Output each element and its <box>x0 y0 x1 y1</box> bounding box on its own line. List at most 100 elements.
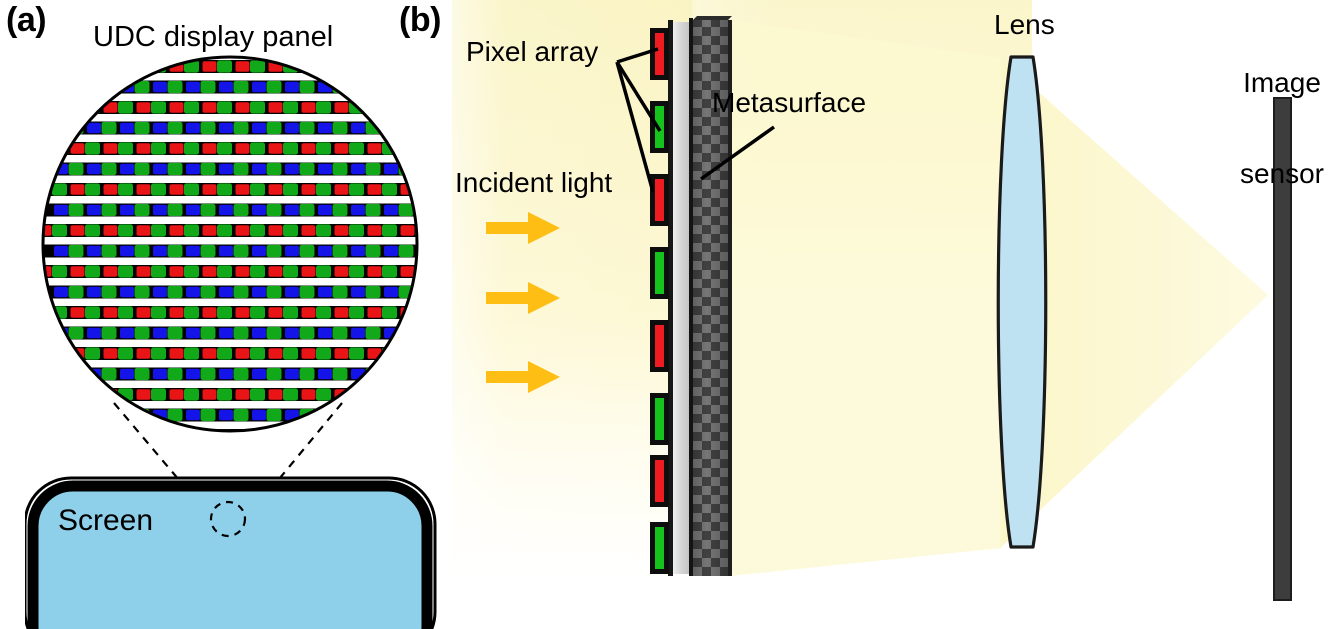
green-subpixel <box>184 183 199 196</box>
metasurface-layer <box>689 16 732 576</box>
pixel-stripe <box>351 245 365 257</box>
pixel-stripe <box>120 327 134 339</box>
green-subpixel <box>283 265 298 278</box>
pixel-stripe <box>400 225 415 236</box>
green-subpixel <box>365 203 381 217</box>
green-subpixel <box>151 142 166 155</box>
green-subpixel <box>432 409 447 421</box>
pixel-stripe <box>44 348 52 359</box>
green-subpixel <box>233 285 249 299</box>
green-subpixel <box>250 306 265 319</box>
pixel-stripe <box>367 102 382 113</box>
display-substrate <box>668 20 689 576</box>
green-subpixel <box>134 162 150 176</box>
pixel-stripe <box>285 327 299 339</box>
pixel-stripe <box>219 409 233 421</box>
pixel-stripe <box>252 204 266 216</box>
green-subpixel <box>101 408 117 422</box>
pixel-stripe <box>301 307 316 318</box>
pixel-stripe <box>334 225 349 236</box>
green-subpixel <box>266 162 282 176</box>
green-subpixel <box>382 306 397 319</box>
green-subpixel <box>200 80 216 94</box>
green-subpixel <box>85 429 100 430</box>
pixel-stripe <box>219 245 233 257</box>
image-sensor-bar <box>1273 97 1292 601</box>
green-subpixel <box>118 224 133 237</box>
green-subpixel <box>167 162 183 176</box>
green-subpixel <box>200 285 216 299</box>
green-subpixel <box>316 142 331 155</box>
pixel-stripe <box>285 286 299 298</box>
pixel-stripe <box>252 245 266 257</box>
pixel-stripe <box>417 410 431 421</box>
pixel-stripe <box>71 430 85 441</box>
green-subpixel <box>101 162 117 176</box>
pixel-stripe <box>334 348 349 359</box>
pixel-stripe <box>70 266 85 277</box>
pixel-stripe <box>252 122 266 134</box>
pixel-stripe <box>400 389 415 400</box>
green-subpixel <box>118 60 133 73</box>
green-subpixel <box>382 101 397 114</box>
green-subpixel <box>250 265 265 278</box>
pixel-stripe <box>368 430 382 441</box>
green-subpixel <box>167 326 183 340</box>
green-subpixel <box>398 203 414 217</box>
pixel-green-3 <box>650 393 669 445</box>
phone-body <box>25 476 437 629</box>
green-subpixel <box>316 265 331 278</box>
green-subpixel <box>382 388 397 401</box>
green-subpixel <box>250 60 265 73</box>
pixel-stripe <box>153 163 167 175</box>
green-subpixel <box>85 388 100 401</box>
pixel-stripe <box>153 245 167 257</box>
green-subpixel <box>217 224 232 237</box>
pixel-stripe <box>301 61 316 72</box>
green-subpixel <box>101 203 117 217</box>
pixel-stripe <box>301 143 316 154</box>
green-subpixel <box>332 408 348 422</box>
pixel-stripe <box>417 246 431 257</box>
pixel-stripe <box>384 409 398 421</box>
pixel-stripe <box>136 389 151 400</box>
green-subpixel <box>299 244 315 258</box>
green-subpixel <box>200 408 216 422</box>
pixel-stripe <box>219 204 233 216</box>
green-subpixel <box>432 122 447 134</box>
green-subpixel <box>250 429 265 430</box>
udc-display-panel-title: UDC display panel <box>93 21 334 53</box>
green-subpixel <box>118 265 133 278</box>
green-subpixel <box>217 142 232 155</box>
green-subpixel <box>85 224 100 237</box>
pixel-stripe <box>202 184 217 195</box>
pixel-stripe <box>153 327 167 339</box>
green-subpixel <box>151 347 166 360</box>
pixel-stripe <box>384 368 398 380</box>
green-subpixel <box>398 121 414 135</box>
green-subpixel <box>382 224 397 237</box>
green-subpixel <box>134 121 150 135</box>
green-subpixel <box>151 224 166 237</box>
green-subpixel <box>250 388 265 401</box>
pixel-stripe <box>202 389 217 400</box>
green-subpixel <box>432 204 447 216</box>
pixel-stripe <box>417 164 431 175</box>
pixel-stripe <box>202 143 217 154</box>
pixel-stripe <box>169 307 184 318</box>
green-subpixel <box>118 429 133 430</box>
pixel-stripe <box>367 266 382 277</box>
green-subpixel <box>134 244 150 258</box>
pixel-stripe <box>169 184 184 195</box>
green-subpixel <box>283 224 298 237</box>
pixel-stripe <box>120 163 134 175</box>
green-subpixel <box>299 367 315 381</box>
green-subpixel <box>118 347 133 360</box>
green-subpixel <box>250 183 265 196</box>
green-subpixel <box>184 429 199 430</box>
pixel-stripe <box>219 368 233 380</box>
green-subpixel <box>415 265 416 278</box>
green-subpixel <box>101 80 117 94</box>
